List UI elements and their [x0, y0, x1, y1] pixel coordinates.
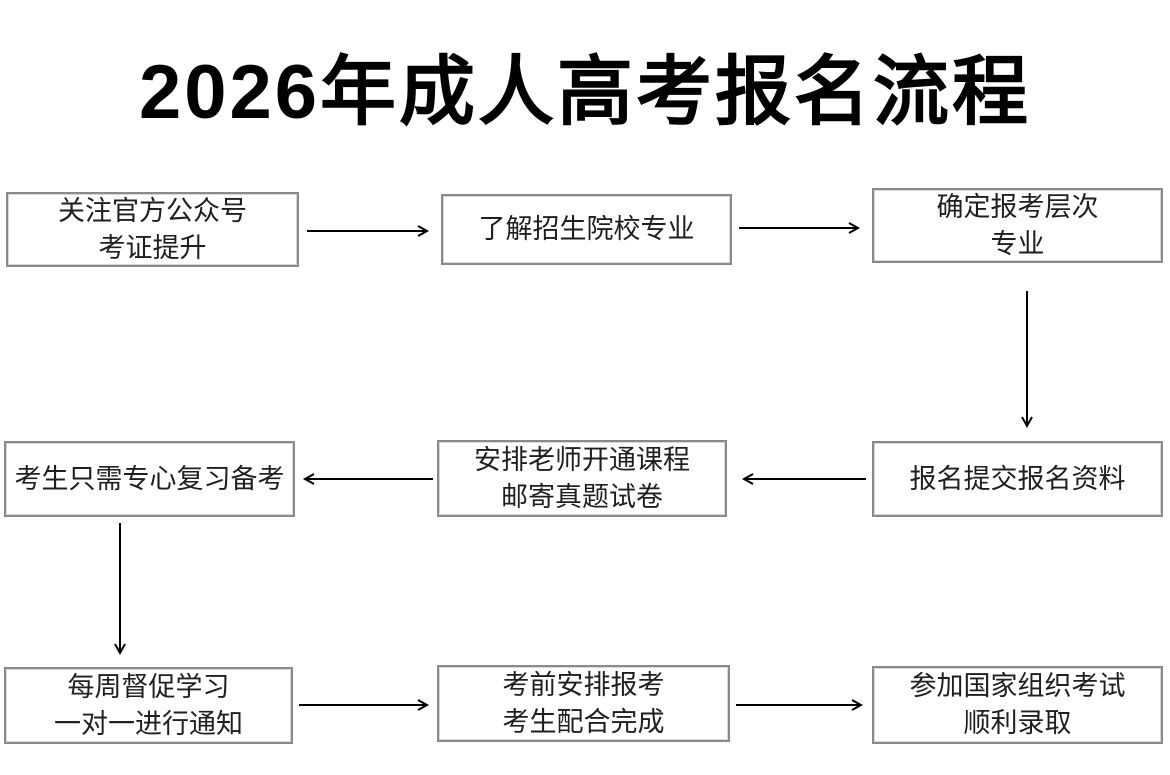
flow-node-line: 确定报考层次	[936, 191, 1099, 222]
flow-node-line: 顺利录取	[963, 708, 1072, 738]
flow-node-take-national-exam: 参加国家组织考试 顺利录取	[872, 666, 1163, 744]
flow-node-line: 一对一进行通知	[54, 708, 243, 739]
flow-node-submit-registration: 报名提交报名资料	[872, 441, 1163, 517]
page-title: 2026年成人高考报名流程	[138, 50, 1032, 135]
flow-node-line: 邮寄真题试卷	[501, 481, 663, 512]
flow-node-line: 了解招生院校专业	[478, 214, 695, 244]
flow-node-line: 考证提升	[98, 232, 207, 263]
flow-node-line: 关注官方公众号	[58, 195, 247, 226]
flow-node-arrange-courses-mail-papers: 安排老师开通课程 邮寄真题试卷	[437, 440, 727, 517]
flow-node-line: 考前安排报考	[502, 669, 665, 700]
flow-node-line: 参加国家组织考试	[909, 671, 1126, 701]
flow-node-line: 安排老师开通课程	[474, 444, 690, 475]
flow-node-line: 考生配合完成	[502, 706, 665, 737]
flow-node-line: 每周督促学习	[67, 671, 230, 702]
flow-node-determine-level-major: 确定报考层次 专业	[872, 188, 1163, 263]
flow-node-line: 考生只需专心复习备考	[14, 463, 285, 494]
flow-node-pre-exam-arrangement: 考前安排报考 考生配合完成	[437, 665, 730, 742]
flow-node-line: 专业	[990, 228, 1045, 259]
flow-node-focus-on-review: 考生只需专心复习备考	[4, 441, 295, 517]
flow-node-weekly-supervision: 每周督促学习 一对一进行通知	[4, 667, 293, 744]
flow-node-learn-schools-majors: 了解招生院校专业	[441, 194, 732, 265]
flow-node-line: 报名提交报名资料	[909, 463, 1126, 494]
flow-node-follow-official-account: 关注官方公众号 考证提升	[6, 192, 299, 267]
